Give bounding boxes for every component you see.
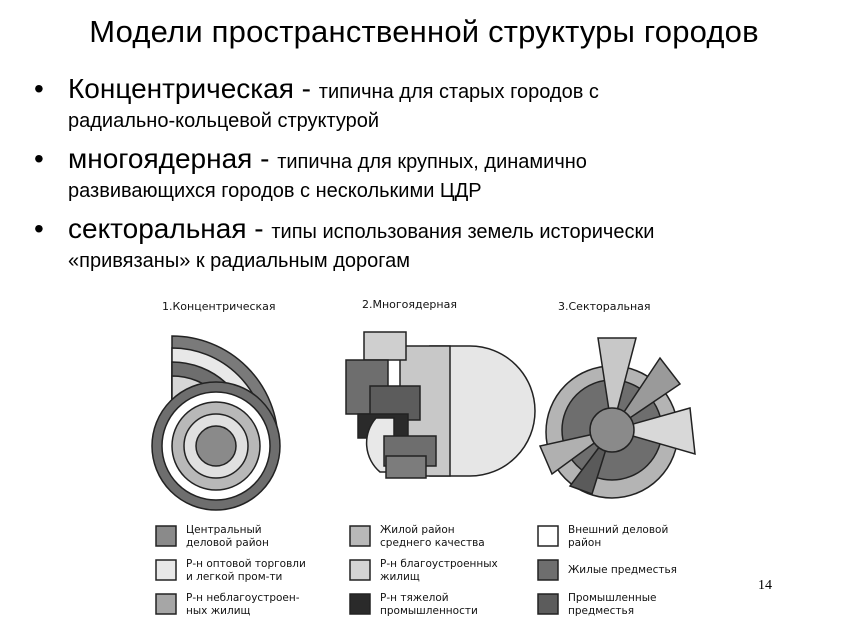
caption-concentric: 1.Концентрическая [162,300,276,313]
legend-label: Жилой район [380,524,455,536]
legend-label-cont: среднего качества [380,537,485,549]
legend-label: Р-н неблагоустроен- [186,592,300,604]
legend-swatch-mid-residential [349,525,371,547]
legend-label: Промышленные [568,592,656,604]
concentric-model-diagram [151,335,281,511]
bullet-list: • Концентрическая - типична для старых г… [28,72,828,282]
legend-item: Р-н благоустроенных жилищ [349,558,498,583]
legend-item: Р-н неблагоустроен- ных жилищ [155,592,300,617]
legend-item: Р-н тяжелой промышленности [349,592,478,617]
legend: Центральный деловой район Жилой район ср… [155,524,677,617]
bullet-dot: • [34,73,44,104]
legend-swatch-good-housing [349,559,371,581]
legend-label-cont: район [568,537,601,549]
caption-sectoral: 3.Секторальная [558,300,651,313]
legend-label-cont: ных жилищ [186,605,251,617]
bullet-term: многоядерная [68,143,253,174]
legend-label-cont: жилищ [380,571,420,583]
legend-item: Промышленные предместья [537,592,656,617]
legend-swatch-cbd [155,525,177,547]
legend-label: Жилые предместья [568,564,677,576]
legend-label: Р-н благоустроенных [380,558,498,570]
multinuclear-model-diagram [345,331,536,479]
legend-label-cont: предместья [568,605,634,617]
page-number: 14 [758,578,772,593]
sectoral-model-diagram [538,337,696,499]
bullet-term: Концентрическая [68,73,294,104]
bullet-dash: - [293,73,319,104]
bullet-continuation: радиально-кольцевой структурой [68,110,380,132]
bullet-term: секторальная [68,213,247,244]
legend-label: Р-н тяжелой [380,592,449,604]
bullet-desc: типы использования земель исторически [271,221,655,243]
bullet-desc: типична для крупных, динамично [277,151,587,173]
slide-title: Модели пространственной структуры городо… [89,14,759,49]
bullet-multinuclear: • многоядерная - типична для крупных, ди… [28,142,828,203]
legend-label-cont: промышленности [380,605,478,617]
bullet-dot: • [34,143,44,174]
bullet-concentric: • Концентрическая - типична для старых г… [28,72,828,133]
legend-label-cont: и легкой пром-ти [186,571,282,583]
legend-swatch-outer-business [537,525,559,547]
bullet-dash: - [246,213,272,244]
legend-swatch-poor-housing [155,593,177,615]
legend-swatch-heavy-industry [349,593,371,615]
legend-swatch-wholesale [155,559,177,581]
legend-item: Центральный деловой район [155,524,269,549]
caption-multinuclear: 2.Многоядерная [362,298,457,311]
bullet-sectoral: • секторальная - типы использования земе… [28,212,828,273]
city-models-figure: 1.Концентрическая 2.Многоядерная 3.Секто… [151,298,696,617]
legend-label-cont: деловой район [186,537,269,549]
legend-swatch-industrial-suburbs [537,593,559,615]
legend-item: Жилой район среднего качества [349,524,485,549]
legend-item: Жилые предместья [537,559,677,581]
legend-label: Р-н оптовой торговли [186,558,306,570]
legend-swatch-residential-suburbs [537,559,559,581]
legend-item: Внешний деловой район [537,524,668,549]
legend-label: Центральный [186,524,262,536]
bullet-dot: • [34,213,44,244]
legend-label: Внешний деловой [568,524,668,536]
bullet-continuation: «привязаны» к радиальным дорогам [68,250,410,272]
bullet-continuation: развивающихся городов с несколькими ЦДР [68,180,482,202]
legend-item: Р-н оптовой торговли и легкой пром-ти [155,558,306,583]
bullet-desc: типична для старых городов с [318,81,599,103]
bullet-dash: - [252,143,278,174]
